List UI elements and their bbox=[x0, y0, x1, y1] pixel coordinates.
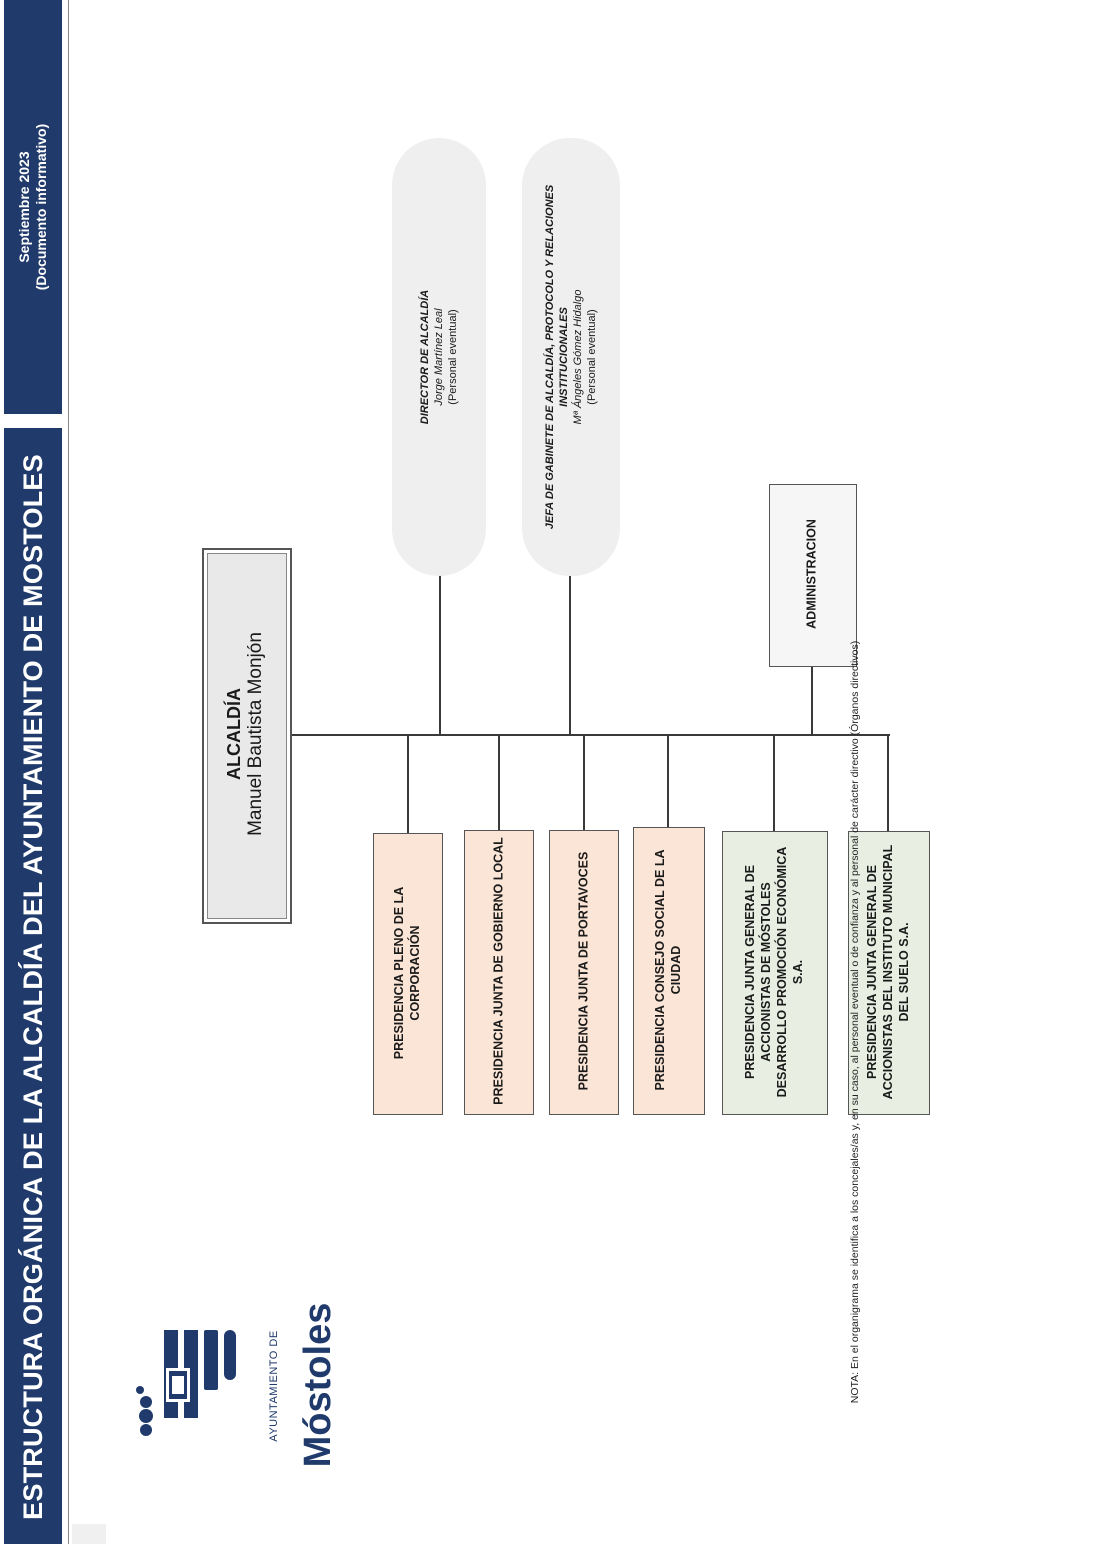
alcaldia-name: Manuel Bautista Monjón bbox=[244, 632, 266, 836]
presidencia-label-1: PRESIDENCIA PLENO DE LA CORPORACIÓN bbox=[392, 886, 422, 1060]
presidencia-box-5 bbox=[722, 831, 828, 1115]
connector-pres-6 bbox=[887, 735, 889, 831]
alcaldia-text: ALCALDÍA Manuel Bautista Monjón bbox=[202, 548, 288, 920]
alcaldia-title: ALCALDÍA bbox=[223, 688, 244, 780]
presidencia-label-3: PRESIDENCIA JUNTA DE PORTAVOCES bbox=[576, 851, 591, 1091]
connector-pres-1 bbox=[407, 735, 409, 833]
advisor-type: (Personal eventual) bbox=[586, 309, 598, 405]
date-line1: Septiembre 2023 bbox=[16, 151, 32, 263]
alcaldia-box bbox=[202, 548, 292, 924]
advisor-role: JEFA DE GABINETE DE ALCALDÍA, PROTOCOLO … bbox=[544, 184, 570, 530]
connector-advisor-2 bbox=[569, 575, 571, 735]
connector-administracion bbox=[811, 665, 813, 735]
presidencia-box-6 bbox=[848, 831, 930, 1115]
page-title: ESTRUCTURA ORGÁNICA DE LA ALCALDÍA DEL A… bbox=[17, 454, 48, 1520]
connector-pres-5 bbox=[773, 735, 775, 831]
administracion-box bbox=[769, 484, 857, 667]
presidencia-box-1 bbox=[373, 833, 443, 1115]
connector-pres-2 bbox=[498, 735, 500, 830]
presidencia-label-2: PRESIDENCIA JUNTA DE GOBIERNO LOCAL bbox=[491, 837, 506, 1105]
connector-pres-4 bbox=[667, 735, 669, 827]
vertical-divider bbox=[68, 0, 69, 1544]
logo: AYUNTAMIENTO DE Móstoles bbox=[128, 1290, 339, 1467]
advisor-type: (Personal eventual) bbox=[447, 309, 459, 405]
footer-note: NOTA: En el organigrama se identifica a … bbox=[849, 640, 861, 1404]
title-bar bbox=[4, 428, 62, 1544]
logo-big-text: Móstoles bbox=[296, 1302, 339, 1468]
advisor-role: DIRECTOR DE ALCALDÍA bbox=[419, 289, 431, 425]
advisor-pill-director bbox=[392, 138, 486, 576]
main-horizontal-connector bbox=[288, 734, 890, 736]
logo-small-text: AYUNTAMIENTO DE bbox=[268, 1330, 280, 1442]
advisor-pill-jefa bbox=[522, 138, 620, 576]
date-bar bbox=[4, 0, 62, 414]
date-line2: (Documento informativo) bbox=[33, 123, 49, 291]
presidencia-box-3 bbox=[549, 830, 619, 1115]
connector-pres-3 bbox=[583, 735, 585, 830]
administracion-label: ADMINISTRACION bbox=[804, 519, 819, 629]
corner-square bbox=[72, 1524, 106, 1544]
presidencia-label-5: PRESIDENCIA JUNTA GENERAL DE ACCIONISTAS… bbox=[743, 846, 805, 1098]
advisor-name: Jorge Martínez Leal bbox=[433, 308, 445, 406]
presidencia-label-4: PRESIDENCIA CONSEJO SOCIAL DE LA CIUDAD bbox=[653, 849, 683, 1091]
date-block: Septiembre 2023 (Documento informativo) bbox=[4, 29, 62, 385]
advisor-text-jefa: JEFA DE GABINETE DE ALCALDÍA, PROTOCOLO … bbox=[522, 138, 620, 576]
shield-logo-icon bbox=[136, 1330, 236, 1436]
connector-advisor-1 bbox=[439, 575, 441, 735]
advisor-text-director: DIRECTOR DE ALCALDÍA Jorge Martínez Leal… bbox=[392, 138, 486, 576]
presidencia-box-2 bbox=[464, 830, 534, 1115]
advisor-name: Mª Ángeles Gómez Hidalgo bbox=[572, 289, 584, 425]
presidencia-box-4 bbox=[633, 827, 705, 1115]
